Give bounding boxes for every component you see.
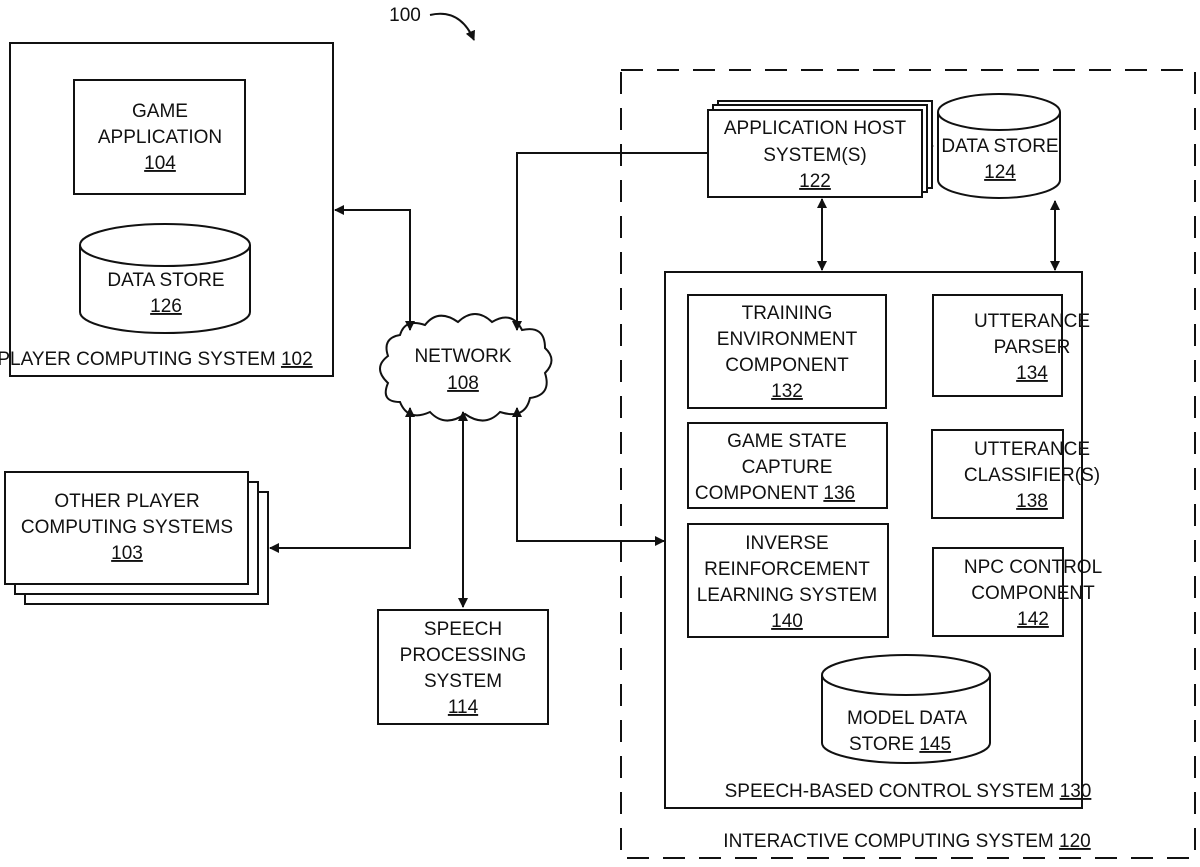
svg-text:MODEL DATA: MODEL DATA	[847, 708, 967, 729]
player-system-label: PLAYER COMPUTING SYSTEM 102	[0, 349, 313, 370]
svg-text:STORE 145: STORE 145	[849, 734, 951, 755]
svg-text:DATA STORE: DATA STORE	[107, 270, 224, 291]
figure-ref: 100	[389, 5, 421, 26]
svg-text:CAPTURE: CAPTURE	[742, 457, 833, 478]
svg-text:134: 134	[1016, 363, 1048, 384]
svg-text:INVERSE: INVERSE	[745, 533, 828, 554]
svg-text:NPC CONTROL: NPC CONTROL	[964, 557, 1102, 578]
svg-text:124: 124	[984, 162, 1016, 183]
svg-text:GAME: GAME	[132, 101, 188, 122]
data-store-124: DATA STORE 124	[938, 94, 1060, 198]
svg-text:132: 132	[771, 381, 803, 402]
svg-text:APPLICATION HOST: APPLICATION HOST	[724, 118, 907, 139]
interactive-system-label: INTERACTIVE COMPUTING SYSTEM 120	[723, 831, 1090, 852]
svg-text:138: 138	[1016, 491, 1048, 512]
training-environment-component: TRAINING ENVIRONMENT COMPONENT 132	[688, 295, 886, 408]
svg-text:COMPONENT: COMPONENT	[725, 355, 849, 376]
svg-text:SPEECH: SPEECH	[424, 619, 502, 640]
svg-text:103: 103	[111, 543, 143, 564]
svg-text:LEARNING SYSTEM: LEARNING SYSTEM	[697, 585, 878, 606]
model-data-store: MODEL DATA STORE 145	[822, 655, 990, 763]
player-computing-system: GAME APPLICATION 104 DATA STORE 126 PLAY…	[0, 43, 333, 376]
network-cloud: NETWORK 108	[380, 314, 552, 421]
application-host-systems: APPLICATION HOST SYSTEM(S) 122	[708, 101, 932, 197]
figure-ref-arrow	[430, 14, 474, 40]
svg-text:SYSTEM(S): SYSTEM(S)	[763, 145, 866, 166]
svg-text:APPLICATION: APPLICATION	[98, 127, 222, 148]
svg-text:UTTERANCE: UTTERANCE	[974, 439, 1090, 460]
svg-text:TRAINING: TRAINING	[742, 303, 833, 324]
svg-text:COMPUTING SYSTEMS: COMPUTING SYSTEMS	[21, 517, 233, 538]
svg-text:126: 126	[150, 296, 182, 317]
svg-text:PARSER: PARSER	[994, 337, 1071, 358]
svg-text:114: 114	[448, 697, 479, 718]
svg-text:OTHER PLAYER: OTHER PLAYER	[54, 491, 199, 512]
svg-text:142: 142	[1017, 609, 1049, 630]
svg-text:ENVIRONMENT: ENVIRONMENT	[717, 329, 858, 350]
svg-text:REINFORCEMENT: REINFORCEMENT	[704, 559, 870, 580]
svg-text:NETWORK: NETWORK	[414, 346, 511, 367]
svg-text:PROCESSING: PROCESSING	[400, 645, 527, 666]
svg-text:COMPONENT: COMPONENT	[971, 583, 1095, 604]
svg-text:SYSTEM: SYSTEM	[424, 671, 502, 692]
svg-text:122: 122	[799, 171, 831, 192]
other-player-computing-systems: OTHER PLAYER COMPUTING SYSTEMS 103	[5, 472, 268, 604]
speech-processing-system: SPEECH PROCESSING SYSTEM 114	[378, 610, 548, 724]
speech-based-control-system: SPEECH-BASED CONTROL SYSTEM 130 TRAINING…	[665, 272, 1102, 808]
svg-text:UTTERANCE: UTTERANCE	[974, 311, 1090, 332]
svg-text:108: 108	[447, 373, 479, 394]
svg-text:DATA STORE: DATA STORE	[941, 136, 1058, 157]
inverse-reinforcement-learning-system: INVERSE REINFORCEMENT LEARNING SYSTEM 14…	[688, 524, 888, 637]
svg-text:140: 140	[771, 611, 803, 632]
svg-text:104: 104	[144, 153, 176, 174]
svg-text:CLASSIFIER(S): CLASSIFIER(S)	[964, 465, 1100, 486]
game-state-capture-component: GAME STATE CAPTURE COMPONENT 136	[688, 423, 887, 508]
speech-control-label: SPEECH-BASED CONTROL SYSTEM 130	[725, 781, 1092, 802]
svg-text:GAME STATE: GAME STATE	[727, 431, 847, 452]
svg-text:COMPONENT 136: COMPONENT 136	[695, 483, 855, 504]
